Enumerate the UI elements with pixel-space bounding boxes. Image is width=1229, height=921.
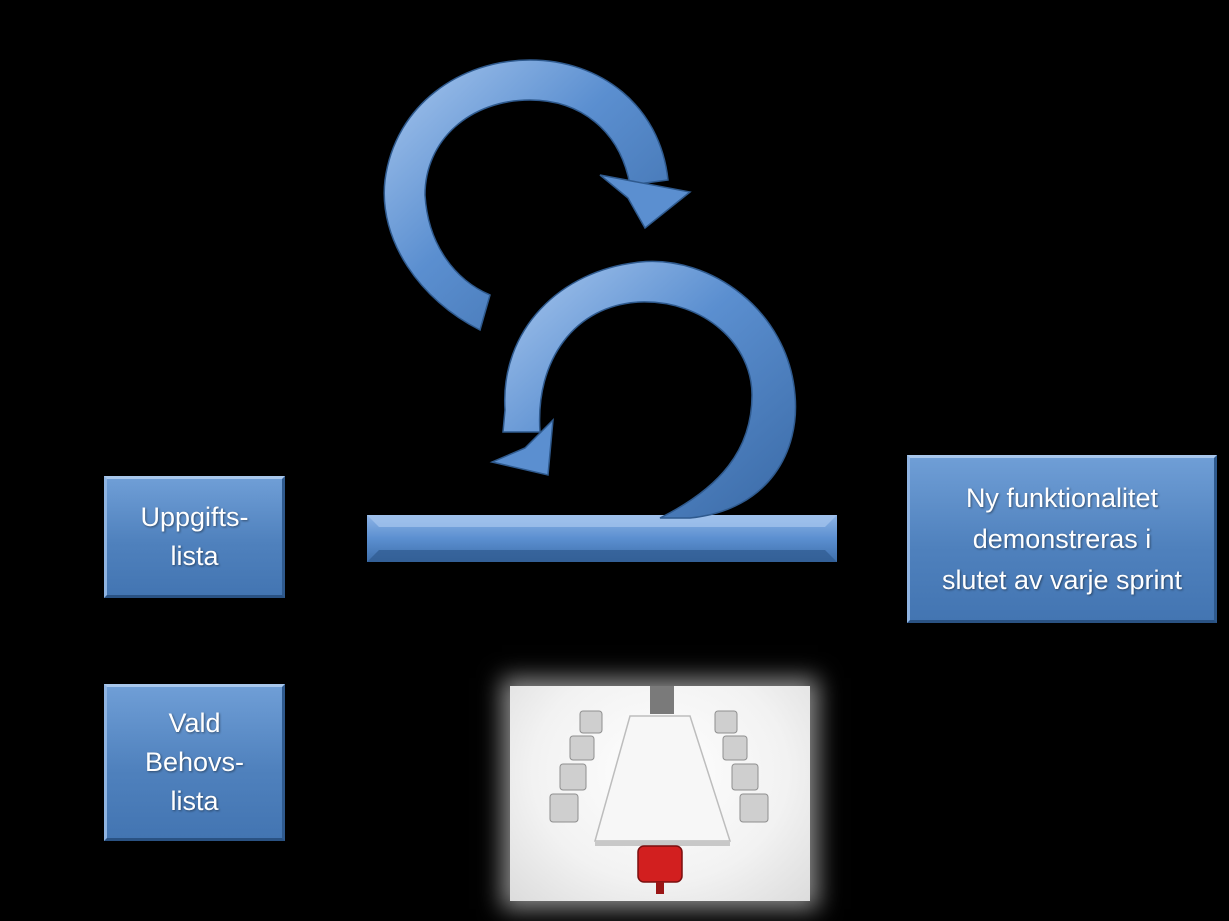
sprint-demo-label: Ny funktionalitet demonstreras i slutet … xyxy=(941,482,1183,595)
large-loop-arrow xyxy=(489,260,797,519)
red-chair-icon xyxy=(637,845,683,894)
task-list-label: Uppgifts- lista xyxy=(140,502,249,571)
sprint-timeline-bar xyxy=(367,515,837,562)
selected-backlog-box: Vald Behovs- lista xyxy=(104,684,285,841)
small-loop-arrow xyxy=(383,59,692,332)
selected-backlog-label: Vald Behovs- lista xyxy=(144,708,245,816)
conference-room-image xyxy=(510,686,810,901)
sprint-demo-box: Ny funktionalitet demonstreras i slutet … xyxy=(907,455,1217,623)
task-list-box: Uppgifts- lista xyxy=(104,476,285,598)
